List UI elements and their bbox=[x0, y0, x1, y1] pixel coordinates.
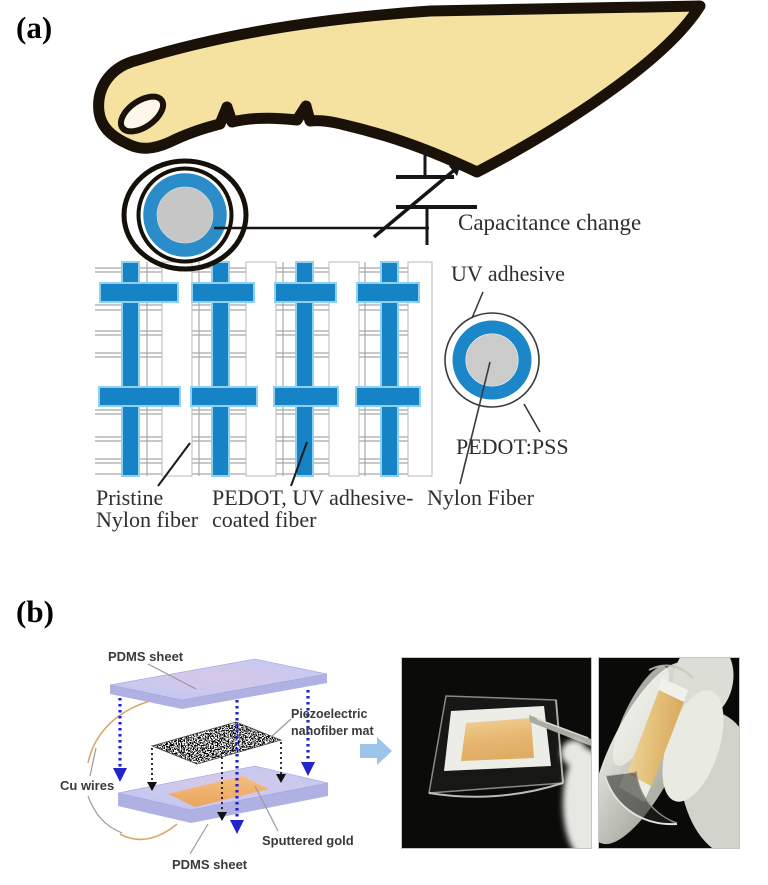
uv-adhesive-ring bbox=[444, 312, 540, 408]
pedot-ring bbox=[143, 173, 227, 257]
finger-illustration bbox=[93, 0, 706, 178]
assembly-arrows bbox=[113, 690, 315, 834]
sensor-fiber-section bbox=[121, 158, 249, 272]
panel-a-graphic bbox=[93, 0, 706, 487]
pristine-label-line2: Nylon fiber bbox=[96, 507, 199, 532]
variable-capacitor-icon bbox=[214, 148, 477, 245]
sputtered-gold-label: Sputtered gold bbox=[262, 833, 354, 848]
blurred-holder bbox=[561, 740, 591, 848]
pedot-pss-label: PEDOT:PSS bbox=[456, 434, 569, 459]
gold-electrode bbox=[461, 718, 534, 761]
coated-fiber-label-line1: PEDOT, UV adhesive- bbox=[212, 485, 414, 510]
nylon-fiber-label: Nylon Fiber bbox=[427, 485, 534, 510]
coated-fiber-label-line2: coated fiber bbox=[212, 507, 317, 532]
uv-adhesive-label: UV adhesive bbox=[451, 261, 565, 286]
gold-strip bbox=[627, 690, 684, 788]
photo-flat-device bbox=[401, 657, 592, 849]
pedot-pss-ring bbox=[452, 320, 532, 400]
panel-a-label: (a) bbox=[16, 10, 53, 45]
cu-wires-label: Cu wires bbox=[60, 778, 115, 793]
fiber-mesh bbox=[95, 261, 433, 487]
outer-outline bbox=[121, 158, 249, 272]
white-band-top bbox=[657, 678, 688, 704]
section-leader-lines bbox=[459, 291, 541, 485]
photo-flat-device-graphic bbox=[402, 658, 591, 848]
pdms-sheet-bottom-label: PDMS sheet bbox=[172, 857, 248, 872]
photo-bent-device bbox=[598, 657, 740, 849]
piezoelectric-label-line1: Piezoelectric bbox=[291, 707, 368, 721]
bent-device bbox=[604, 664, 694, 826]
coated-fibers-horizontal bbox=[98, 282, 421, 407]
finger-shape bbox=[93, 0, 706, 178]
mesh-leader-lines bbox=[157, 441, 308, 487]
right-arrow-icon bbox=[360, 737, 392, 765]
pdms-slab-top bbox=[109, 658, 328, 709]
nanofiber-mat bbox=[150, 721, 283, 765]
label-leaders bbox=[147, 663, 292, 855]
sputtered-gold-layer bbox=[168, 776, 269, 807]
inner-outline bbox=[136, 166, 234, 264]
capacitance-change-label: Capacitance change bbox=[458, 210, 642, 235]
piezoelectric-label-line2: nanofiber mat bbox=[291, 724, 374, 738]
fingernail bbox=[117, 93, 167, 135]
tweezers bbox=[529, 715, 591, 746]
pdms-sheet-top-label: PDMS sheet bbox=[108, 649, 184, 664]
panel-b-label: (b) bbox=[16, 594, 54, 629]
coated-fibers-vertical bbox=[121, 261, 399, 477]
nylon-core bbox=[466, 334, 518, 386]
panel-b-schematic bbox=[87, 658, 329, 855]
pdms-slab-bottom bbox=[117, 765, 329, 823]
photo-bent-device-graphic bbox=[599, 658, 739, 848]
fiber-cross-section bbox=[444, 291, 541, 485]
nylon-core bbox=[157, 187, 213, 243]
arrowhead bbox=[449, 160, 462, 176]
pristine-label-line1: Pristine bbox=[96, 485, 164, 510]
cu-wires-graphic bbox=[87, 700, 178, 841]
